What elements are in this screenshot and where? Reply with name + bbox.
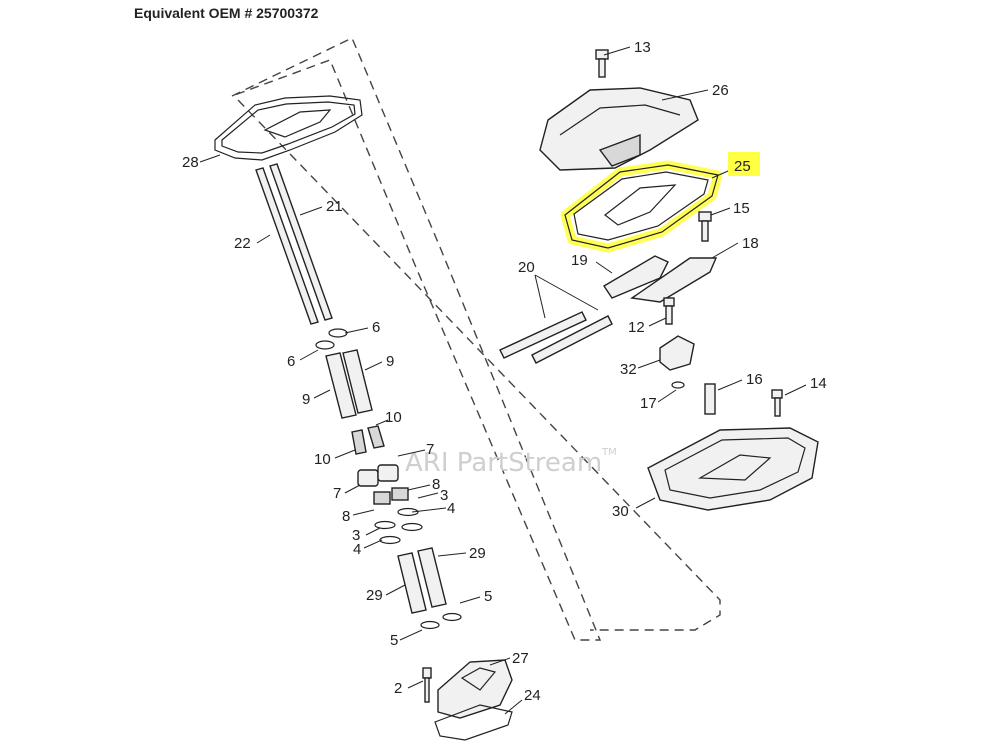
callout-21: 21	[326, 198, 343, 215]
callout-2: 2	[394, 680, 402, 697]
callout-13: 13	[634, 39, 651, 56]
callout-12: 12	[628, 319, 645, 336]
part-9-tubes	[325, 349, 373, 419]
callout-25-highlight	[728, 152, 760, 176]
callout-28: 28	[182, 154, 199, 171]
watermark-text: ARI PartStream	[405, 448, 602, 478]
part-12-bolt	[663, 297, 675, 325]
part-7-blocks	[357, 464, 399, 487]
callout-7-a: 7	[426, 441, 434, 458]
callout-16: 16	[746, 371, 763, 388]
part-25-gasket-highlighted	[560, 160, 723, 253]
part-28-gasket	[214, 95, 363, 161]
callout-25: 25	[734, 158, 751, 175]
callout-10-b: 10	[314, 451, 331, 468]
callout-10-a: 10	[385, 409, 402, 426]
callout-6-a: 6	[372, 319, 380, 336]
callout-9-b: 9	[302, 391, 310, 408]
callout-labels: 13 26 25 15 18 19 20 12 32 17 16 14 30 2…	[182, 39, 827, 704]
callout-14: 14	[810, 375, 827, 392]
callout-6-b: 6	[287, 353, 295, 370]
part-2-bolt	[422, 667, 432, 703]
part-5-orings	[420, 612, 462, 630]
callout-29-a: 29	[469, 545, 486, 562]
callout-15: 15	[733, 200, 750, 217]
part-27-lifter-block	[437, 659, 513, 719]
callout-8-a: 8	[432, 476, 440, 493]
part-15-bolt	[698, 211, 712, 242]
right-assembly-boundary	[237, 99, 721, 631]
part-32-tensioner	[659, 335, 695, 371]
callout-32: 32	[620, 361, 637, 378]
callout-9-a: 9	[386, 353, 394, 370]
part-24-gasket	[434, 704, 513, 741]
watermark-tm: TM	[601, 447, 617, 458]
part-14-bolt	[771, 389, 783, 417]
part-20-shafts	[499, 311, 613, 364]
part-6-orings	[315, 328, 348, 350]
part-8-springs	[373, 487, 409, 505]
left-assembly-boundary	[231, 37, 602, 641]
callout-3-b: 3	[352, 527, 360, 544]
part-17-oring	[671, 381, 685, 389]
part-30-rocker-base	[647, 427, 819, 511]
part-19-rocker-arm	[603, 255, 669, 299]
part-18-rocker-arm	[630, 257, 718, 303]
part-16-pin	[704, 383, 716, 415]
callout-30: 30	[612, 503, 629, 520]
callout-18: 18	[742, 235, 759, 252]
callout-3-a: 3	[440, 487, 448, 504]
callout-7-b: 7	[333, 485, 341, 502]
callout-29-b: 29	[366, 587, 383, 604]
callout-5-a: 5	[484, 588, 492, 605]
part-26-rocker-cover	[539, 87, 699, 171]
callout-17: 17	[640, 395, 657, 412]
callout-26: 26	[712, 82, 729, 99]
part-21-22-pushrods	[255, 163, 333, 325]
callout-24: 24	[524, 687, 541, 704]
page-title: Equivalent OEM # 25700372	[134, 5, 319, 21]
callout-22: 22	[234, 235, 251, 252]
callout-27: 27	[512, 650, 529, 667]
callout-8-b: 8	[342, 508, 350, 525]
leader-lines	[199, 46, 807, 715]
callout-5-b: 5	[390, 632, 398, 649]
part-29-tubes	[397, 547, 447, 614]
callout-4-a: 4	[447, 500, 455, 517]
part-3-4-seals	[374, 507, 423, 545]
part-10-clips	[351, 425, 385, 455]
callout-19: 19	[571, 252, 588, 269]
callout-20: 20	[518, 259, 535, 276]
part-13-bolt	[595, 49, 609, 78]
callout-4-b: 4	[353, 541, 361, 558]
